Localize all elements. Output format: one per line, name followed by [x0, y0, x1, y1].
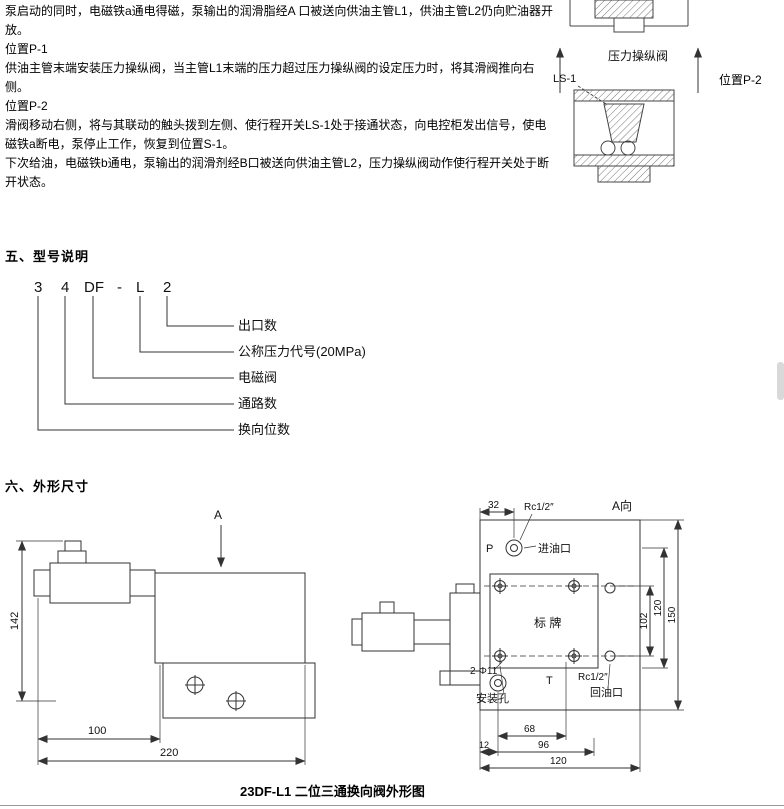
label-pressure-code: 公称压力代号(20MPa) [238, 344, 366, 359]
bottom-leaders [493, 661, 611, 695]
flow-arrows [556, 47, 702, 93]
bottom-divider [0, 805, 784, 806]
right-dimensions [616, 519, 684, 711]
dimension-lines [16, 540, 306, 765]
side-view-drawing: A 142 100 220 [9, 508, 316, 765]
dim-96: 96 [538, 740, 550, 751]
dim-100: 100 [88, 725, 106, 737]
valve-side-profile [33, 540, 316, 719]
paragraph: 泵启动的同时，电磁铁a通电得磁，泵输出的润滑脂经A 口被送向供油主管L1，供油主… [5, 4, 554, 37]
code-char-ways: 4 [61, 279, 69, 296]
paragraph-position-p2: 位置P-2 [5, 99, 48, 113]
model-code-characters: 3 4 DF - L 2 [34, 279, 171, 296]
pressure-valve-body [573, 85, 675, 183]
port-p-label: P [486, 543, 493, 555]
thread-top-label: Rc1/2″ [524, 502, 554, 513]
dim-120-right: 120 [653, 599, 664, 616]
paragraph: 滑阀移动右侧，将与其联动的触头拨到左侧、使行程开关LS-1处于接通状态，向电控柜… [5, 118, 547, 151]
dim-68: 68 [524, 724, 536, 735]
dim-102: 102 [639, 612, 650, 629]
dim-120-bottom: 120 [550, 756, 567, 767]
name-plate-label: 标 牌 [534, 616, 561, 630]
view-a-arrow-label: A [214, 508, 222, 522]
pressure-valve-diagram: 压力操纵阀 LS-1 [553, 0, 702, 183]
model-code-diagram: 3 4 DF - L 2 出口数 公称压力代号(20MPa) 电磁阀 通路数 换… [34, 279, 366, 437]
bottom-dimensions [479, 662, 641, 772]
code-char-dash: - [117, 279, 122, 296]
dim-142: 142 [9, 612, 21, 630]
drawing-caption: 23DF-L1 二位三通换向阀外形图 [240, 784, 425, 799]
label-positions: 换向位数 [238, 422, 290, 437]
label-solenoid-valve: 电磁阀 [238, 370, 277, 385]
model-code-leader-lines [37, 296, 234, 431]
scrollbar-thumb[interactable] [777, 362, 784, 400]
dim-150: 150 [667, 606, 678, 623]
dim-220: 220 [160, 747, 178, 759]
code-char-solenoid: DF [84, 279, 104, 296]
paragraph: 供油主管末端安装压力操纵阀，当主管L1末端的压力超过压力操纵阀的设定压力时，将其… [5, 61, 535, 94]
view-a-label: A向 [612, 498, 632, 513]
front-view-drawing: A向 标 牌 32 Rc1/2″ P [351, 498, 684, 772]
section-6-heading: 六、外形尺寸 [5, 479, 90, 494]
limit-switch-ls1-label: LS-1 [553, 73, 576, 85]
top-dimension [479, 508, 537, 549]
pressure-valve-label: 压力操纵阀 [608, 48, 668, 63]
code-char-outlets: 2 [163, 279, 171, 296]
position-p2-label: 位置P-2 [719, 73, 762, 87]
mounting-plate-face [479, 519, 641, 711]
port-t-label: T [546, 675, 553, 687]
intro-paragraphs: 泵启动的同时，电磁铁a通电得磁，泵输出的润滑脂经A 口被送向供油主管L1，供油主… [5, 2, 557, 192]
thread-bottom-label: Rc1/2″ [578, 672, 608, 683]
code-char-pressure: L [136, 279, 144, 296]
dim-12: 12 [479, 740, 489, 750]
dim-32: 32 [488, 500, 500, 511]
upper-valve-fragment [569, 0, 689, 33]
inlet-port-label: 进油口 [538, 541, 571, 555]
paragraph: 下次给油，电磁铁b通电，泵输出的润滑剂经B口被送向供油主管L2，压力操纵阀动作使… [5, 156, 550, 189]
model-code-labels: 出口数 公称压力代号(20MPa) 电磁阀 通路数 换向位数 [238, 318, 366, 437]
mounting-holes-label: 安装孔 [476, 691, 509, 705]
valve-side-silhouette [351, 583, 481, 686]
paragraph-position-p1: 位置P-1 [5, 42, 48, 56]
label-outlets: 出口数 [238, 318, 277, 333]
holes-2xphi11-label: 2-Φ11 [470, 666, 498, 677]
code-char-positions: 3 [34, 279, 42, 296]
outlet-port-label: 回油口 [590, 685, 623, 699]
section-5-heading: 五、型号说明 [5, 249, 90, 264]
label-ways: 通路数 [238, 396, 277, 411]
